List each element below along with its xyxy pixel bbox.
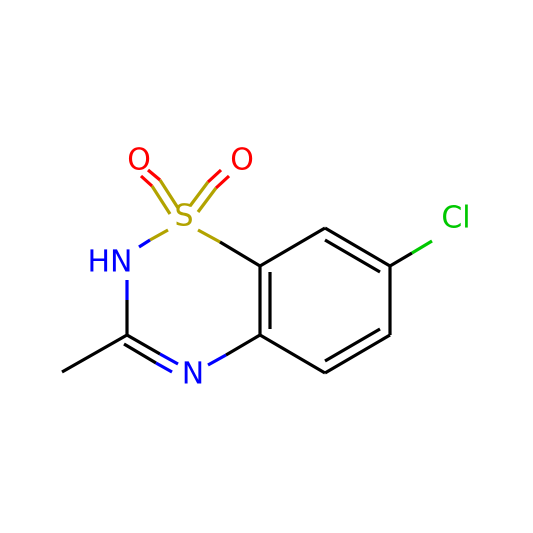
bond-c7-cl-cl-part xyxy=(411,239,433,255)
bond-c5-c4a xyxy=(259,333,326,375)
bond-s-o1-double xyxy=(139,168,180,215)
bond-s-c8a-c-part xyxy=(219,240,261,268)
atom-n: N xyxy=(182,357,204,392)
bond-c3-n4 xyxy=(126,333,161,356)
bond-c8-c7-inner xyxy=(324,238,381,274)
bond-n4-c4a-n-part xyxy=(207,353,227,367)
bond-c3-n4-n-part xyxy=(159,352,179,366)
bond-s-c8a xyxy=(197,228,221,244)
atom-o1: O xyxy=(127,143,151,178)
bond-n4-c4a xyxy=(225,333,261,357)
atom-s: S xyxy=(174,199,193,234)
atom-labels: O O S Cl HN N xyxy=(88,143,471,392)
bond-c3-n4-inner-n-part xyxy=(155,361,173,374)
bond-c6-c5 xyxy=(324,333,391,375)
bond-c7-cl xyxy=(389,251,413,268)
bond-c3-methyl xyxy=(61,333,128,374)
bond-c8-c7 xyxy=(324,226,391,268)
bond-s-nh-n-part xyxy=(138,238,151,249)
bond-s-nh xyxy=(149,228,169,242)
atom-o2: O xyxy=(230,143,254,178)
bonds xyxy=(61,168,433,375)
atom-cl: Cl xyxy=(441,201,470,236)
bond-c8a-c8 xyxy=(259,226,326,268)
bond-c3-n4-inner xyxy=(123,342,157,365)
atom-hn: HN xyxy=(88,245,133,280)
bond-c6-c5-inner xyxy=(324,327,381,363)
bond-s-o2-double xyxy=(188,168,231,213)
